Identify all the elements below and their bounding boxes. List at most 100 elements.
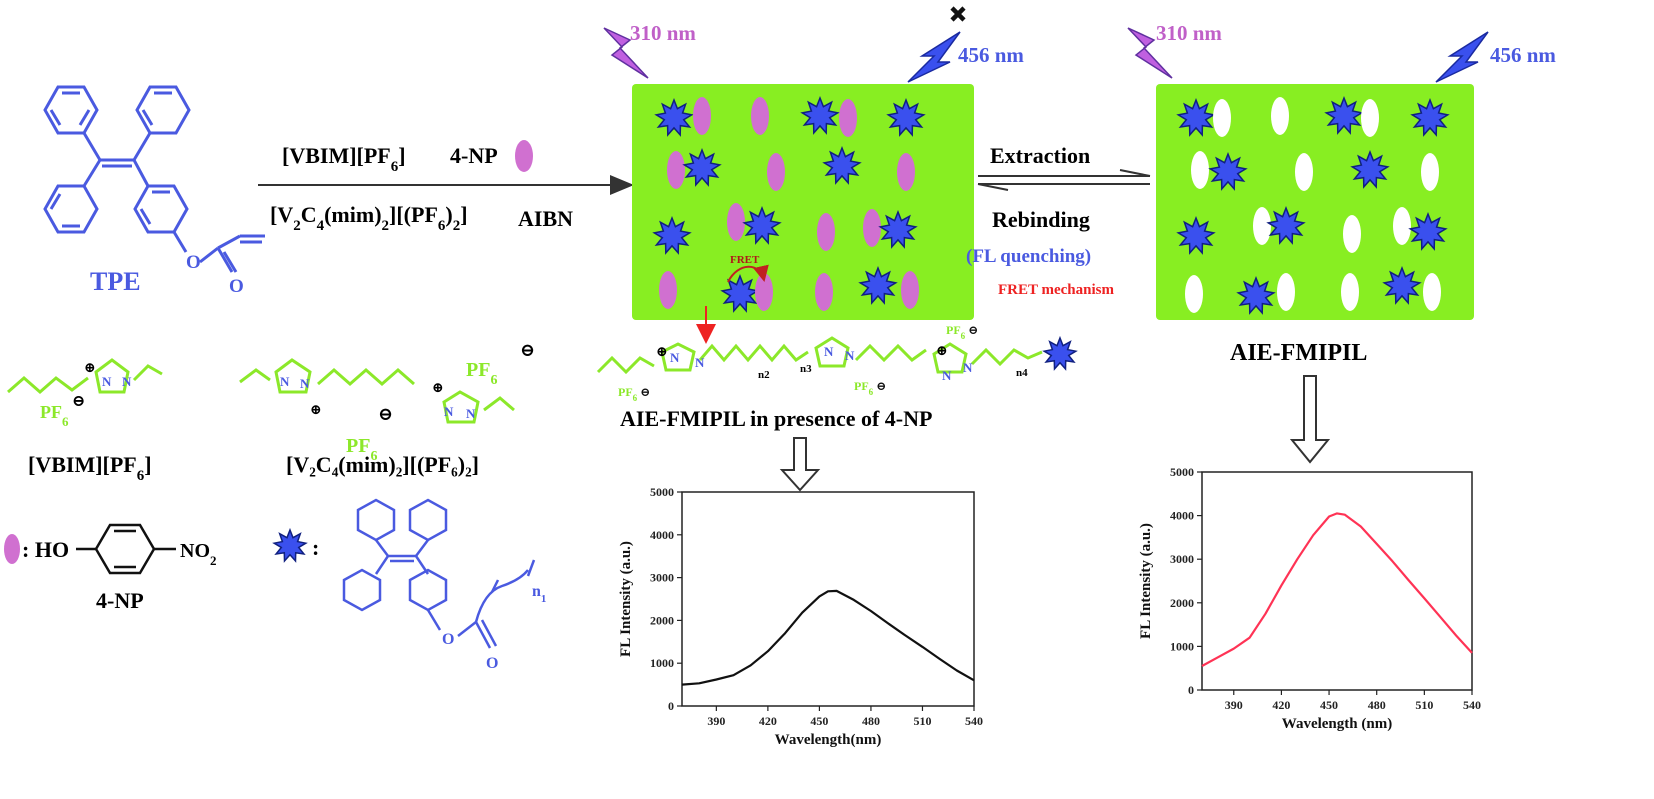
- emission-label: 456 nm: [1490, 43, 1556, 67]
- tpe-star-icon: [682, 147, 722, 187]
- lightning-icon: [1127, 27, 1173, 79]
- svg-text:N: N: [824, 344, 834, 359]
- tpe-molecule: [43, 85, 265, 273]
- tpe-star-icon: [720, 273, 760, 313]
- empty-cavity: [1341, 273, 1359, 311]
- bound-template-ellipse: [693, 97, 711, 135]
- svg-text:N: N: [466, 406, 476, 421]
- plot-frame: [681, 491, 975, 707]
- vbim-monomer: [7, 358, 163, 394]
- svg-text:O: O: [486, 655, 498, 672]
- x-axis-label: Wavelength(nm): [775, 732, 882, 748]
- tpe-star-icon: [1266, 205, 1306, 245]
- tpe-star-icon: [886, 97, 926, 137]
- tpe-star-icon: [272, 527, 308, 563]
- svg-text:N: N: [280, 374, 290, 389]
- svg-text:N: N: [444, 404, 454, 419]
- y-axis-label: FL Intensity (a.u.): [1138, 523, 1154, 639]
- crosslinker-label: [V₂C₄(mim)₂][(PF₆)₂]: [286, 452, 479, 477]
- tpe-star-icon: [1382, 265, 1422, 305]
- empty-cavity: [1343, 215, 1361, 253]
- empty-cavity: [1393, 207, 1411, 245]
- np-legend-label: 4-NP: [96, 588, 144, 613]
- excitation-label: 310 nm: [630, 21, 696, 45]
- tpe-star-icon: [1208, 151, 1248, 191]
- caption-right: AIE-FMIPIL: [1230, 340, 1367, 366]
- pf6-anion: PF6: [466, 359, 497, 388]
- tpe-star-icon: [858, 265, 898, 305]
- empty-cavity: [1271, 97, 1289, 135]
- x-tick-label: 510: [913, 714, 931, 728]
- x-tick-label: 540: [1463, 698, 1481, 712]
- svg-text:N: N: [300, 376, 310, 391]
- excitation-bolt-right: 310 nm: [1127, 21, 1222, 79]
- y-tick-label: 2000: [1170, 596, 1194, 610]
- tpe-star-icon: [1236, 275, 1276, 315]
- bound-template-ellipse: [659, 271, 677, 309]
- crosslinker-reagent: [V2C4(mim)2][(PF6)2]: [270, 202, 468, 234]
- empty-cavity: [1213, 99, 1231, 137]
- template-label: 4-NP: [450, 143, 498, 168]
- svg-text:N: N: [963, 360, 973, 375]
- empty-cavity: [1253, 207, 1271, 245]
- tpe-star-icon: [1408, 211, 1448, 251]
- carbonyl-oxygen: O: [229, 276, 244, 297]
- empty-cavity: [1191, 151, 1209, 189]
- y-tick-label: 1000: [650, 656, 674, 670]
- spectrum-line: [681, 589, 975, 686]
- svg-text:N: N: [695, 355, 705, 370]
- tpe-star-icon: [1176, 97, 1216, 137]
- tpe-star-icon: [800, 95, 840, 135]
- x-tick-label: 390: [1225, 698, 1243, 712]
- emission-bolt-right: 456 nm: [1435, 31, 1556, 83]
- tpe-label: TPE: [90, 267, 141, 296]
- bound-template-ellipse: [901, 271, 919, 309]
- pf6-anion: PF6 ⊖: [854, 379, 886, 397]
- fret-mechanism-label: FRET mechanism: [998, 282, 1114, 298]
- tpe-star-icon: [272, 527, 308, 563]
- x-tick-label: 450: [1320, 698, 1338, 712]
- svg-text:⊖: ⊖: [520, 340, 535, 360]
- lightning-icon: [1435, 31, 1489, 83]
- x-tick-label: 540: [965, 714, 983, 728]
- np-legend-ellipse: [4, 534, 20, 564]
- chain-subscript: n2: [758, 369, 770, 381]
- y-tick-label: 4000: [650, 528, 674, 542]
- tpe-star-icon: [1176, 215, 1216, 255]
- phenyl-ring: [43, 184, 99, 234]
- plot-frame: [1201, 471, 1473, 691]
- tpe-star-icon: [1042, 335, 1078, 371]
- empty-sites: [1176, 95, 1450, 315]
- y-tick-label: 5000: [650, 485, 674, 499]
- nitrophenol-structure: [76, 523, 176, 575]
- svg-text:⊕: ⊕: [310, 403, 322, 418]
- pf6-anion: PF6: [40, 402, 69, 429]
- empty-cavity: [1277, 273, 1295, 311]
- y-tick-label: 1000: [1170, 639, 1194, 653]
- y-axis-label: FL Intensity (a.u.): [618, 541, 634, 657]
- tpe-star-icon: [1324, 95, 1364, 135]
- tpe-star-icon: [652, 215, 692, 255]
- tpe-star-icon: [1350, 149, 1390, 189]
- empty-cavity: [1421, 153, 1439, 191]
- tpe-star-icon: [1042, 335, 1078, 371]
- empty-cavity: [1185, 275, 1203, 313]
- x-tick-label: 390: [707, 714, 725, 728]
- vbim-label: [VBIM][PF6]: [28, 452, 152, 484]
- svg-text:N: N: [102, 374, 112, 389]
- polymer-block-empty: [1156, 84, 1474, 320]
- y-tick-label: 0: [1188, 683, 1194, 697]
- crosslinker-monomer: [239, 358, 515, 424]
- bound-template-ellipse: [897, 153, 915, 191]
- pf6-anion: PF6: [346, 435, 377, 464]
- bound-template-ellipse: [667, 151, 685, 189]
- svg-text:⊖: ⊖: [72, 393, 85, 410]
- tpe-polymer-unit: [342, 498, 536, 649]
- svg-text:⊕: ⊕: [656, 345, 668, 360]
- chain-subscript: n3: [800, 363, 812, 375]
- template-ellipse: [515, 140, 533, 172]
- polymer-chain: [596, 336, 1043, 375]
- ester-oxygen: O: [186, 252, 201, 273]
